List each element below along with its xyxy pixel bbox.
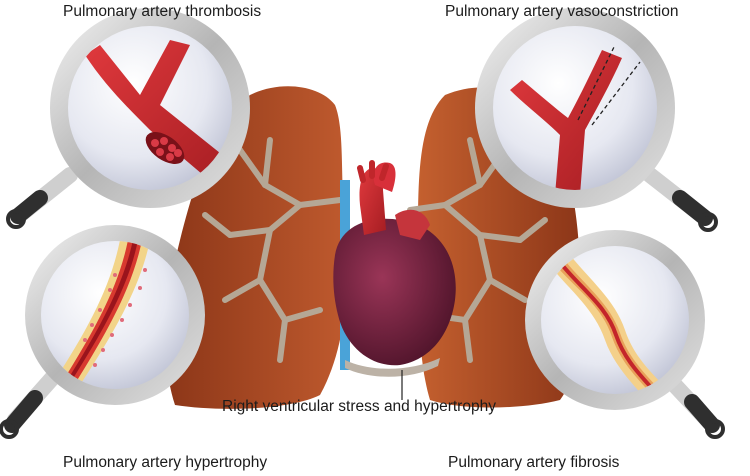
label-pulmonary-artery-thrombosis: Pulmonary artery thrombosis (63, 4, 261, 20)
magnifier-bottom-left (1, 225, 205, 437)
magnifier-handle (12, 398, 35, 425)
label-pulmonary-artery-fibrosis: Pulmonary artery fibrosis (448, 455, 619, 471)
label-pulmonary-artery-hypertrophy: Pulmonary artery hypertrophy (63, 455, 267, 471)
magnifier-bottom-right (525, 230, 723, 437)
label-pulmonary-artery-vasoconstriction: Pulmonary artery vasoconstriction (445, 4, 678, 20)
label-right-ventricular-stress: Right ventricular stress and hypertrophy (222, 399, 496, 415)
